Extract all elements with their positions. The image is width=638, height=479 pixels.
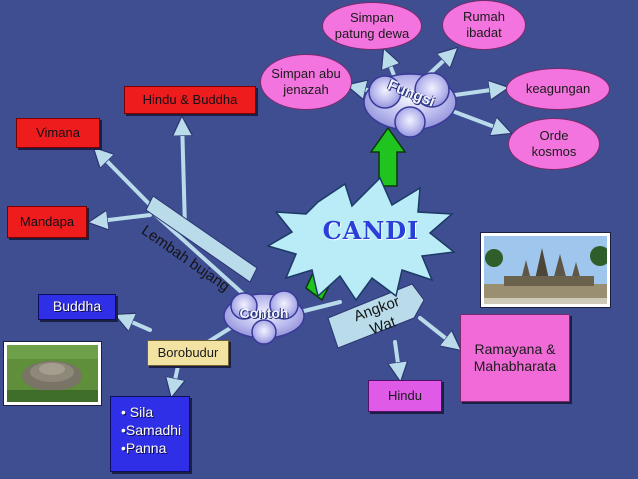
hindu-node: Hindu <box>368 380 442 412</box>
simpan-abu-jenazah-node: Simpan abu jenazah <box>260 54 352 110</box>
mandapa-node: Mandapa <box>7 206 87 238</box>
arrow-to-orde-kosmos <box>453 110 508 132</box>
arrow-to-keagungan <box>453 88 505 95</box>
connector-arrows <box>92 50 508 394</box>
green-arrow-up <box>369 126 407 187</box>
arrow-to-hindu <box>395 340 400 378</box>
contoh-cloud-label: Contoh <box>239 305 289 321</box>
sila-samadhi-panna-list: • Sila •Samadhi •Panna <box>110 396 190 472</box>
fungsi-cloud-shape <box>363 72 457 138</box>
hindu-buddha-node: Hindu & Buddha <box>124 86 256 114</box>
lembah-bujang-arrow-shape <box>145 195 258 283</box>
arrow-to-simpan-patung <box>385 52 395 80</box>
arrow-to-buddha <box>118 316 152 332</box>
arrow-lembah-main <box>148 208 252 302</box>
simpan-patung-dewa-node: Simpan patung dewa <box>322 2 422 50</box>
borobudur-node: Borobudur <box>147 340 229 366</box>
keagungan-node: keagungan <box>506 68 610 110</box>
arrow-to-epics <box>418 316 458 348</box>
angkor-wat-photo <box>480 232 611 308</box>
borobudur-photo <box>3 341 102 406</box>
candi-starburst <box>266 176 456 302</box>
vimana-node: Vimana <box>16 118 100 148</box>
rumah-ibadat-node: Rumah ibadat <box>442 0 526 50</box>
arrow-to-mandapa <box>92 215 152 222</box>
angkor-wat-photo-art <box>484 236 610 304</box>
list-item: •Samadhi <box>121 422 182 439</box>
arrow-to-sila-list <box>172 364 178 394</box>
buddha-node: Buddha <box>38 294 116 320</box>
arrow-contoh-angkor <box>298 300 342 314</box>
list-item: •Panna <box>121 440 167 457</box>
orde-kosmos-node: Orde kosmos <box>508 118 600 170</box>
ramayana-mahabharata-node: Ramayana & Mahabharata <box>460 314 570 402</box>
arrow-to-hindu-buddha <box>182 120 185 230</box>
contoh-cloud-shape <box>223 290 305 345</box>
candi-title: CANDI <box>322 216 420 245</box>
borobudur-photo-art <box>7 345 98 402</box>
list-item: • Sila <box>121 404 154 420</box>
